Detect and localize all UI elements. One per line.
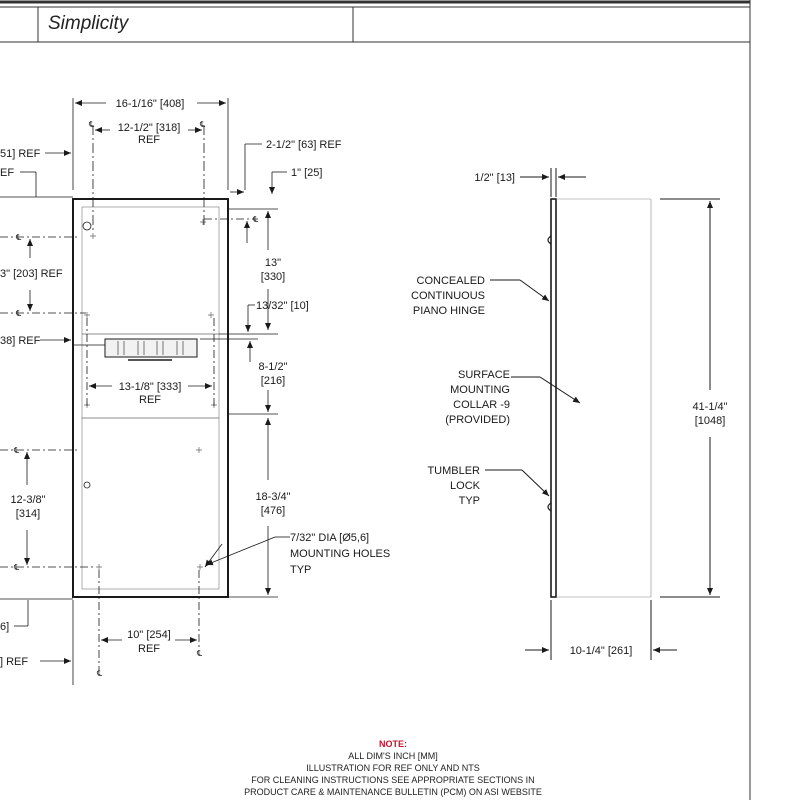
note-title: NOTE: — [379, 739, 407, 749]
holes-label-1: 7/32" DIA [Ø5,6] — [290, 532, 369, 544]
lock-label-3: TYP — [459, 495, 480, 507]
towel-slot — [104, 338, 198, 358]
side-labels: 1/2" [13] CONCEALED CONTINUOUS PIANO HIN… — [411, 172, 728, 657]
dim-right-offset: 1" [25] — [291, 167, 322, 179]
collar-label-2: MOUNTING — [450, 384, 510, 396]
lower-lock — [83, 481, 91, 489]
dim-overall-width: 16-1/16" [408] — [116, 98, 185, 110]
dim-depth: 10-1/4" [261] — [570, 645, 633, 657]
series-name: Simplicity — [48, 13, 129, 34]
cl-mark: ℄ — [15, 233, 22, 242]
collar-label-4: (PROVIDED) — [445, 414, 510, 426]
centerline-marks: ℄ ℄ ℄ ℄ ℄ ℄ ℄ ℄ ℄ — [13, 120, 259, 678]
dim-left-upper: 3" [203] REF — [0, 268, 63, 280]
dim-top-centers-ref: REF — [138, 134, 160, 146]
dim-left-lower: 12-3/8" — [10, 494, 45, 506]
front-labels: 16-1/16" [408] 12-1/2" [318] REF 51] REF… — [0, 98, 390, 668]
dim-lower-mid-mm: [216] — [261, 375, 285, 387]
dim-left-ref-1: 51] REF — [0, 148, 41, 160]
collar-label-1: SURFACE — [458, 369, 510, 381]
cl-mark: ℄ — [13, 563, 20, 572]
front-dimensions — [0, 98, 290, 685]
dim-right-lower: 18-3/4" — [255, 491, 290, 503]
dim-upper-small: 13/32" [10] — [256, 300, 309, 312]
dim-left-ref-2: EF — [0, 167, 14, 179]
title-block — [0, 0, 751, 800]
upper-lock — [82, 221, 92, 231]
cl-mark: ℄ — [96, 669, 103, 678]
dim-bottom-centers: 10" [254] — [127, 629, 171, 641]
hinge-label-1: CONCEALED — [417, 275, 486, 287]
dim-top-centers: 12-1/2" [318] — [118, 122, 181, 134]
dim-right-lower-mm: [476] — [261, 505, 285, 517]
side-view — [485, 168, 720, 660]
dim-dispenser-centers: 13-1/8" [333] — [119, 381, 182, 393]
note-line-3: FOR CLEANING INSTRUCTIONS SEE APPROPRIAT… — [251, 775, 535, 785]
holes-label-3: TYP — [290, 564, 311, 576]
dim-bottom-left-1: 6] — [0, 621, 9, 633]
cl-mark: ℄ — [199, 120, 206, 129]
cl-mark: ℄ — [13, 446, 20, 455]
cl-mark: ℄ — [196, 649, 203, 658]
dim-height: 41-1/4" — [692, 401, 727, 413]
dim-height-mm: [1048] — [695, 415, 726, 427]
cl-mark: ℄ — [15, 309, 22, 318]
holes-label-2: MOUNTING HOLES — [290, 548, 390, 560]
dim-door-thickness: 1/2" [13] — [474, 172, 515, 184]
note-block: NOTE: ALL DIM'S INCH [MM] ILLUSTRATION F… — [0, 738, 786, 798]
dim-upper-mid: 13" — [265, 257, 281, 269]
dim-right-ref: 2-1/2" [63] REF — [266, 139, 342, 151]
dim-upper-mid-mm: [330] — [261, 271, 285, 283]
note-line-2: ILLUSTRATION FOR REF ONLY AND NTS — [306, 763, 480, 773]
lower-door — [81, 417, 220, 590]
note-line-1: ALL DIM'S INCH [MM] — [348, 751, 438, 761]
cabinet-outline — [72, 198, 229, 598]
dim-bottom-left-2: ] REF — [0, 656, 28, 668]
dim-lower-mid: 8-1/2" — [259, 361, 288, 373]
note-line-4: PRODUCT CARE & MAINTENANCE BULLETIN (PCM… — [244, 787, 542, 797]
dim-left-lower-mm: [314] — [16, 508, 40, 520]
dim-dispenser-centers-ref: REF — [139, 394, 161, 406]
dim-left-mid-ref: 38] REF — [0, 335, 41, 347]
cl-mark: ℄ — [88, 120, 95, 129]
hinge-label-3: PIANO HINGE — [413, 305, 485, 317]
side-profile — [550, 198, 557, 598]
upper-door — [81, 206, 220, 335]
cl-mark: ℄ — [252, 215, 259, 224]
lock-label-2: LOCK — [450, 480, 481, 492]
hinge-label-2: CONTINUOUS — [411, 290, 485, 302]
dispenser-panel — [81, 333, 220, 419]
lock-label-1: TUMBLER — [427, 465, 480, 477]
dim-bottom-centers-ref: REF — [138, 643, 160, 655]
collar-label-3: COLLAR -9 — [453, 399, 510, 411]
front-view — [72, 198, 229, 598]
